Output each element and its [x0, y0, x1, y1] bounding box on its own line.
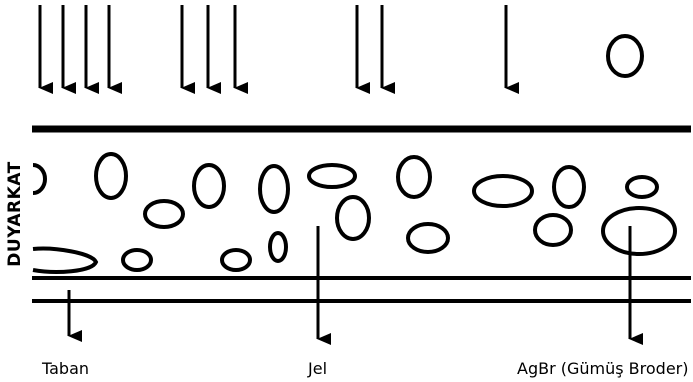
grain	[307, 163, 357, 189]
grain	[143, 199, 185, 229]
grain	[32, 163, 47, 195]
grain	[406, 222, 450, 254]
grain	[396, 155, 432, 199]
silver-bromide-grains	[32, 152, 677, 274]
grain	[220, 248, 252, 272]
grain	[32, 246, 99, 274]
grain	[94, 152, 128, 200]
grain	[192, 163, 226, 209]
grain	[601, 206, 677, 256]
grain	[625, 175, 659, 199]
grain	[472, 174, 534, 208]
gel-label: Jel	[307, 359, 327, 378]
free-grain-circle	[606, 34, 644, 78]
grain	[121, 248, 153, 272]
grain	[552, 165, 586, 209]
grain	[335, 195, 371, 241]
grain	[268, 231, 288, 263]
grain	[258, 164, 290, 214]
base-label: Taban	[41, 359, 89, 378]
incoming-light-arrows	[38, 5, 519, 94]
grain	[533, 213, 573, 247]
side-label: DUYARKAT	[5, 161, 25, 266]
grain-label: AgBr (Gümüş Broder)	[517, 359, 688, 378]
